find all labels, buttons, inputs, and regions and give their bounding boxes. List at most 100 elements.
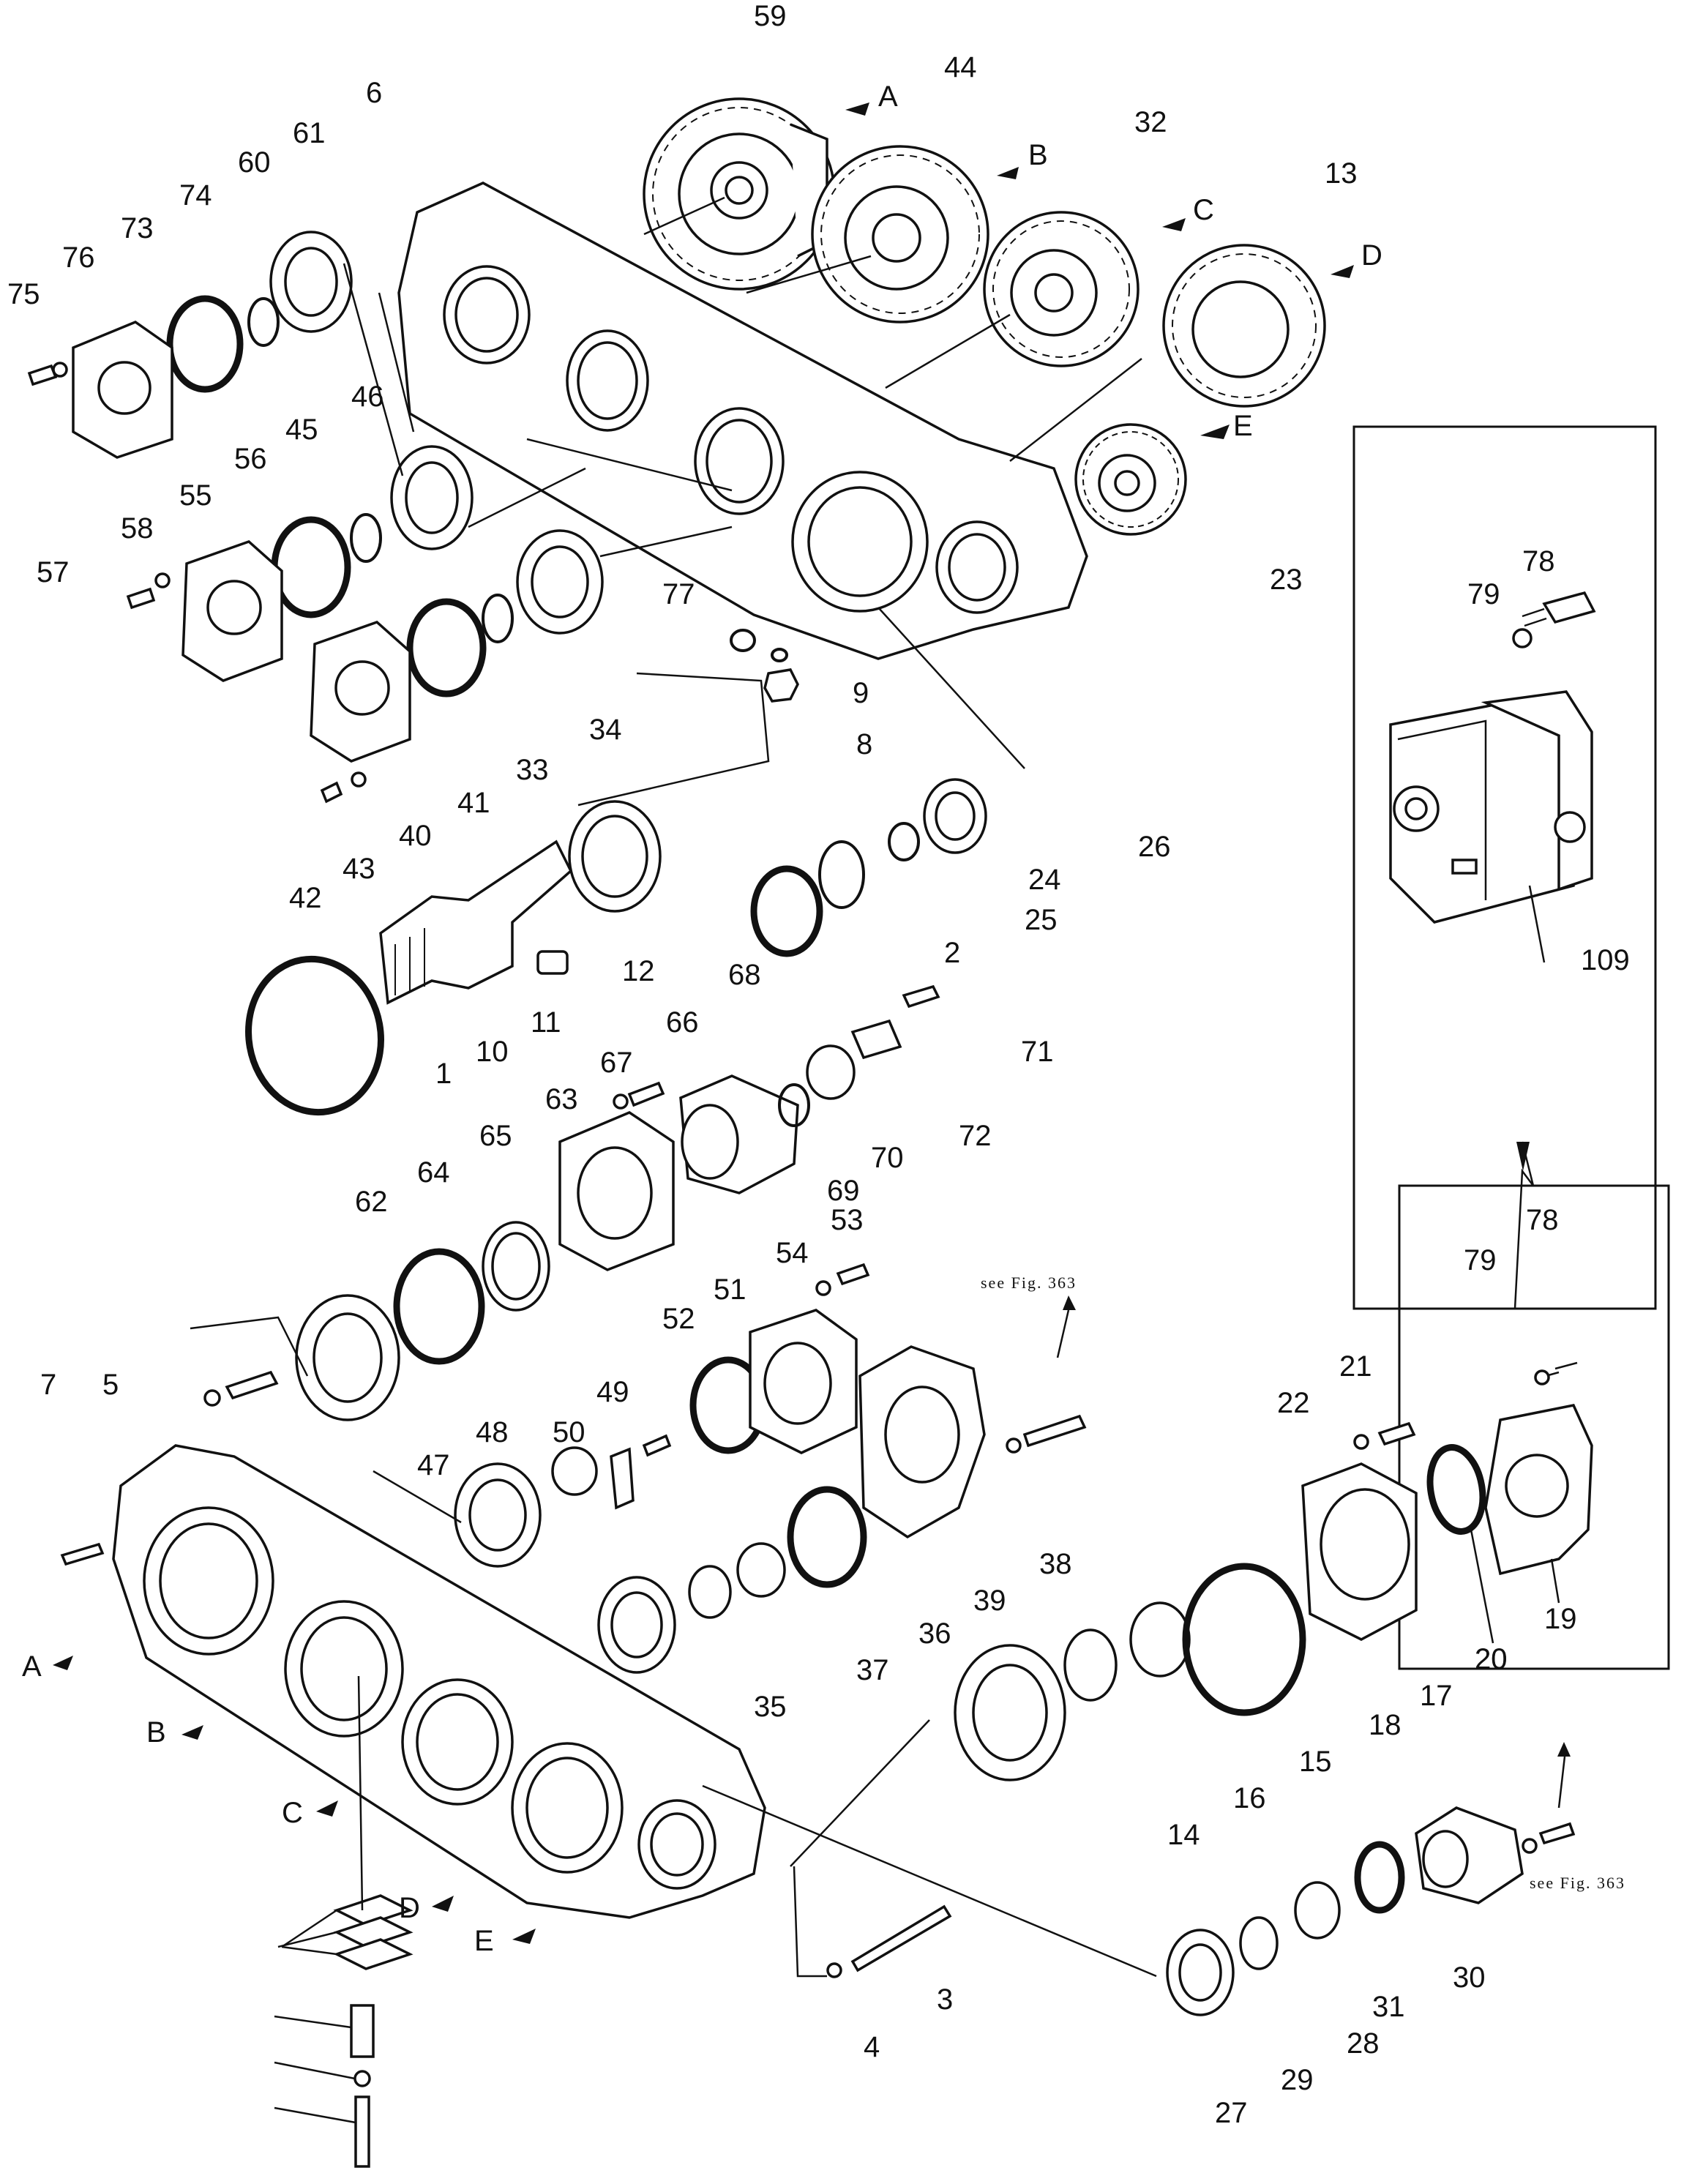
callout-46: 46 <box>351 381 384 413</box>
gear-59 <box>643 97 836 291</box>
callout-27: 27 <box>1215 2097 1248 2129</box>
callout-8: 8 <box>856 728 872 760</box>
callout-2: 2 <box>944 937 960 969</box>
gear-44 <box>811 145 989 324</box>
callout-74: 74 <box>179 179 212 212</box>
callout-43: 43 <box>343 853 375 885</box>
inset-callout-109: 109 <box>1581 944 1630 976</box>
callout-39: 39 <box>973 1585 1006 1617</box>
callout-15: 15 <box>1299 1746 1332 1778</box>
callout-9: 9 <box>853 677 869 709</box>
inset-callout-20: 20 <box>1475 1643 1508 1675</box>
callout-21: 21 <box>1339 1350 1372 1383</box>
callout-67: 67 <box>600 1047 633 1079</box>
callout-42: 42 <box>289 882 322 914</box>
callout-16: 16 <box>1233 1782 1266 1814</box>
callout-23: 23 <box>1270 564 1303 596</box>
callout-76: 76 <box>62 242 95 274</box>
callout-30: 30 <box>1453 1962 1486 1994</box>
view-marker-c-top: C <box>1193 194 1214 226</box>
callout-73: 73 <box>121 212 154 244</box>
callout-26: 26 <box>1138 831 1171 863</box>
gear-32 <box>983 211 1139 367</box>
reference-see-fig-1: see Fig. 363 <box>981 1274 1077 1292</box>
view-marker-a-bottom: A <box>22 1650 42 1683</box>
callout-32: 32 <box>1134 106 1167 138</box>
bearing-62 <box>295 1294 400 1421</box>
bearing-35 <box>597 1576 676 1674</box>
callout-25: 25 <box>1025 904 1058 936</box>
callout-28: 28 <box>1347 2027 1380 2060</box>
bearing-46 <box>390 445 474 550</box>
callout-34: 34 <box>589 714 622 746</box>
callout-58: 58 <box>121 512 154 545</box>
inset-callout-79-top: 79 <box>1467 578 1500 610</box>
leader-lines <box>190 196 1571 2124</box>
callout-64: 64 <box>417 1156 450 1189</box>
view-marker-e-bottom: E <box>474 1925 494 1957</box>
shaft-10 <box>379 839 573 1005</box>
callout-29: 29 <box>1281 2064 1314 2096</box>
callout-1: 1 <box>435 1058 452 1090</box>
callout-50: 50 <box>553 1416 585 1448</box>
bearing-14 <box>954 1644 1066 1781</box>
callout-52: 52 <box>662 1303 695 1335</box>
view-marker-b-top: B <box>1028 139 1048 171</box>
callout-62: 62 <box>355 1186 388 1218</box>
callout-60: 60 <box>238 146 271 179</box>
callout-66: 66 <box>666 1006 699 1039</box>
callout-44: 44 <box>944 51 977 83</box>
callout-3: 3 <box>937 1983 953 2016</box>
callout-13: 13 <box>1325 157 1358 190</box>
inset-callout-78-bottom: 78 <box>1526 1204 1559 1236</box>
view-marker-a-top: A <box>878 81 898 113</box>
view-marker-e-top: E <box>1233 410 1253 442</box>
callout-31: 31 <box>1372 1991 1405 2023</box>
gear-13 <box>1162 244 1326 408</box>
case-5 <box>112 1444 766 1919</box>
callout-63: 63 <box>545 1083 578 1115</box>
bearing-47 <box>454 1462 542 1568</box>
callout-35: 35 <box>754 1691 787 1723</box>
callout-11: 11 <box>531 1006 561 1039</box>
callout-33: 33 <box>516 754 549 786</box>
bolt-78-top <box>1512 591 1596 648</box>
callout-48: 48 <box>476 1416 509 1448</box>
bearing-61 <box>269 231 353 333</box>
gear-23 <box>1074 423 1187 536</box>
callout-47: 47 <box>417 1449 450 1481</box>
callout-12: 12 <box>622 955 655 987</box>
callout-57: 57 <box>37 556 70 588</box>
callout-77: 77 <box>662 578 695 610</box>
bearing-12 <box>568 800 662 913</box>
callout-49: 49 <box>596 1376 629 1408</box>
view-arrows <box>53 102 1354 1944</box>
callout-7: 7 <box>40 1369 56 1401</box>
bearing-26 <box>923 778 987 854</box>
callout-45: 45 <box>285 414 318 446</box>
reference-see-fig-2: see Fig. 363 <box>1530 1874 1625 1892</box>
view-marker-c-bottom: C <box>282 1797 303 1829</box>
callout-labels: 59 44 32 13 6 61 60 74 73 76 75 46 45 56… <box>7 0 1508 2129</box>
callout-24: 24 <box>1028 864 1061 896</box>
callout-36: 36 <box>918 1618 951 1650</box>
callout-10: 10 <box>476 1036 509 1068</box>
callout-61: 61 <box>293 117 326 149</box>
callout-70: 70 <box>871 1142 904 1174</box>
inset-callout-78-top: 78 <box>1522 545 1555 577</box>
case-6 <box>397 182 1088 660</box>
callout-71: 71 <box>1021 1036 1054 1068</box>
view-marker-d-top: D <box>1361 239 1382 272</box>
callout-41: 41 <box>457 787 490 819</box>
callout-53: 53 <box>831 1204 864 1236</box>
callout-54: 54 <box>776 1237 809 1269</box>
callout-56: 56 <box>234 443 267 475</box>
view-marker-b-bottom: B <box>146 1716 166 1749</box>
callout-69: 69 <box>827 1175 860 1207</box>
callout-6: 6 <box>366 77 382 109</box>
callout-20: 20 <box>1475 1643 1508 1675</box>
callout-18: 18 <box>1369 1709 1402 1741</box>
callout-75: 75 <box>7 278 40 310</box>
callout-55: 55 <box>179 479 212 512</box>
